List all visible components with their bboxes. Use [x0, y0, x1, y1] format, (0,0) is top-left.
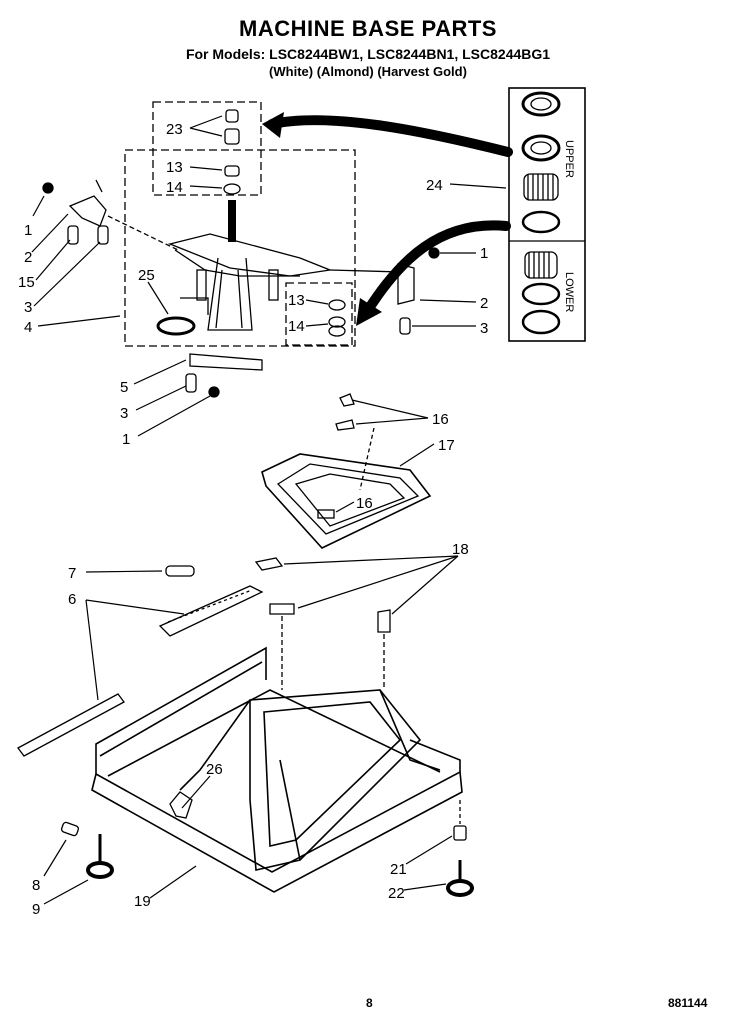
- rail-6b: [17, 693, 125, 757]
- callout-13-top: 13: [166, 159, 183, 176]
- lower-arrowhead: [356, 298, 382, 326]
- callout-4: 4: [24, 319, 32, 336]
- top-bearing-box: [152, 101, 262, 196]
- side-bearing-box: [285, 282, 353, 346]
- callout-21: 21: [390, 861, 407, 878]
- callout-14-side: 14: [288, 318, 305, 335]
- callout-1-right: 1: [480, 245, 488, 262]
- transmission: [167, 200, 403, 331]
- clip-16b: [335, 419, 355, 431]
- callout-2-left: 2: [24, 249, 32, 266]
- bracket-26: [169, 791, 193, 819]
- callout-9: 9: [32, 901, 40, 918]
- callout-6: 6: [68, 591, 76, 608]
- callout-5: 5: [120, 379, 128, 396]
- transmission-box: [124, 149, 356, 347]
- clip-16a: [339, 393, 355, 407]
- motor-mount: [261, 453, 432, 549]
- spring-7: [165, 565, 195, 577]
- leveling-foot-9: [86, 861, 114, 879]
- foot-cap-8: [60, 821, 80, 837]
- callout-8: 8: [32, 877, 40, 894]
- callout-2-right: 2: [480, 295, 488, 312]
- leader-lines: [31, 115, 507, 905]
- bearing-stack: [223, 109, 241, 195]
- lower-arrow: [363, 220, 511, 315]
- callout-1-lower: 1: [122, 431, 130, 448]
- document-number: 881144: [668, 996, 708, 1010]
- clip-18c: [377, 609, 391, 633]
- upper-arrowhead: [262, 112, 284, 138]
- lower-suspension: [185, 353, 263, 398]
- machine-base: [91, 646, 463, 893]
- page-title: MACHINE BASE PARTS: [239, 16, 497, 41]
- callout-16-mid: 16: [356, 495, 373, 512]
- seal-ring: [156, 316, 196, 336]
- bearing-inset: [508, 87, 586, 342]
- callout-22: 22: [388, 885, 405, 902]
- side-bearing-14b: [328, 325, 346, 337]
- callout-3-left: 3: [24, 299, 32, 316]
- clip-18a: [254, 557, 284, 571]
- side-bearing-14: [328, 316, 346, 328]
- right-bracket: [397, 247, 440, 335]
- foot-cap-21: [453, 825, 467, 841]
- lower-label: LOWER: [563, 272, 575, 312]
- callout-23: 23: [166, 121, 183, 138]
- side-bearing-13: [328, 299, 346, 311]
- callout-19: 19: [134, 893, 151, 910]
- callout-17: 17: [438, 437, 455, 454]
- callout-3-lower: 3: [120, 405, 128, 422]
- callout-15: 15: [18, 274, 35, 291]
- clip-18b: [269, 603, 295, 615]
- callout-13-side: 13: [288, 292, 305, 309]
- callout-16-top: 16: [432, 411, 449, 428]
- rail-6a: [158, 585, 264, 637]
- callout-1-left: 1: [24, 222, 32, 239]
- upper-label: UPPER: [563, 140, 575, 178]
- callout-7: 7: [68, 565, 76, 582]
- callout-18: 18: [452, 541, 469, 558]
- callout-25: 25: [138, 267, 155, 284]
- model-list: For Models: LSC8244BW1, LSC8244BN1, LSC8…: [185, 46, 551, 62]
- seal-bracket: [180, 297, 209, 315]
- upper-arrow: [267, 115, 513, 157]
- callout-14-top: 14: [166, 179, 183, 196]
- callout-26: 26: [206, 761, 223, 778]
- left-bracket: [42, 179, 179, 251]
- callout-3-right: 3: [480, 320, 488, 337]
- color-list: (White) (Almond) (Harvest Gold): [269, 64, 467, 79]
- callout-24: 24: [426, 177, 443, 194]
- page-number: 8: [366, 996, 373, 1010]
- leveling-foot-22: [446, 879, 474, 897]
